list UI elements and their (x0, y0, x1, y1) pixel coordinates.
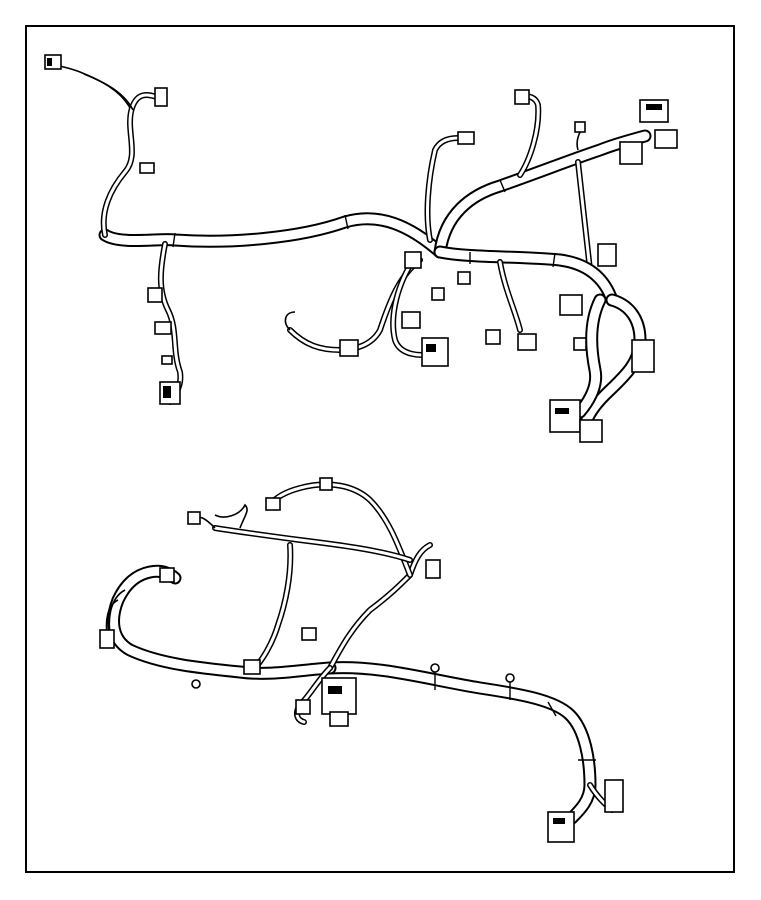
connectors-lower-end (547, 779, 624, 843)
connectors-lower-middle (339, 251, 537, 367)
connectors-lower-right (549, 294, 655, 443)
connector-top-left (44, 54, 168, 174)
upper-harness (44, 54, 678, 443)
connectors-upper-right (457, 89, 678, 267)
connector-left-drop (147, 287, 181, 405)
lower-harness (99, 477, 624, 843)
connectors-lower-middle (99, 477, 441, 727)
